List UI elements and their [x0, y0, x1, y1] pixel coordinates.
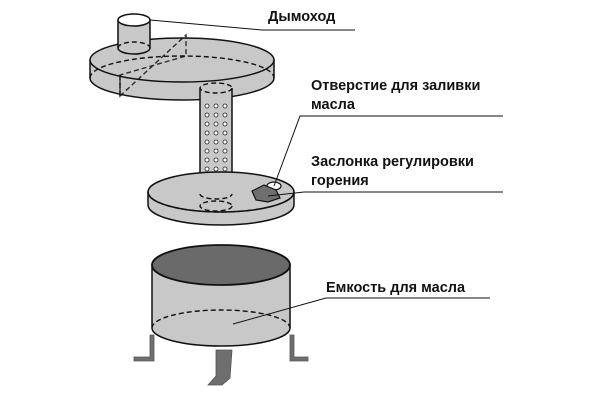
perforation-hole — [204, 148, 210, 154]
perforation-hole — [204, 130, 210, 136]
leader-tank — [232, 297, 490, 325]
burner-plate — [147, 171, 295, 226]
label-fill-hole-line1: Отверстие для заливки — [311, 78, 481, 94]
perforation-holes — [204, 103, 228, 181]
perforation-hole — [213, 121, 219, 127]
leader-chimney — [149, 19, 355, 31]
perforation-hole — [213, 103, 219, 109]
perforation-hole — [213, 157, 219, 163]
perforation-hole — [222, 157, 228, 163]
label-damper-line1: Заслонка регулировки — [311, 154, 474, 170]
label-chimney: Дымоход — [268, 9, 336, 25]
label-tank: Емкость для масла — [326, 280, 466, 296]
perforation-hole — [222, 148, 228, 154]
perforation-hole — [222, 139, 228, 145]
perforation-hole — [204, 103, 210, 109]
perforation-hole — [204, 121, 210, 127]
leader-fill-hole — [273, 115, 503, 187]
perforation-hole — [213, 112, 219, 118]
perforation-hole — [213, 139, 219, 145]
perforation-hole — [222, 112, 228, 118]
leader-damper — [267, 191, 503, 197]
leg-front — [207, 349, 233, 386]
damper — [251, 184, 281, 203]
leg-left — [133, 334, 155, 362]
perforation-hole — [222, 166, 228, 172]
perforation-hole — [204, 139, 210, 145]
perforation-hole — [213, 166, 219, 172]
perforation-hole — [222, 121, 228, 127]
label-fill-hole-line2: масла — [311, 97, 355, 113]
perforation-hole — [213, 130, 219, 136]
perforation-hole — [204, 157, 210, 163]
perforation-hole — [222, 130, 228, 136]
perforation-hole — [204, 112, 210, 118]
leader-lines — [149, 19, 503, 325]
perforation-hole — [222, 103, 228, 109]
chimney — [117, 13, 151, 55]
oil-tank — [133, 244, 309, 386]
leg-right — [289, 334, 309, 362]
perforation-hole — [204, 166, 210, 172]
perforation-hole — [213, 148, 219, 154]
label-damper-line2: горения — [311, 173, 369, 189]
